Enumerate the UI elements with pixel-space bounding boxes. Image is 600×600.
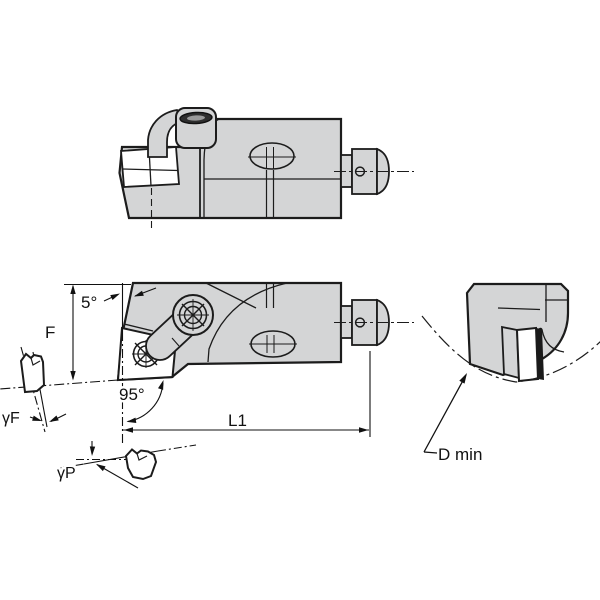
- side-view-pocket-line: [123, 323, 154, 332]
- label-f: F: [45, 323, 55, 342]
- dmin-leader: [423, 374, 467, 453]
- gamma-p-profile-notch: [136, 453, 148, 461]
- end-view-detail-line: [497, 307, 541, 311]
- clamp-screw: [172, 294, 214, 336]
- dmin-leader-foot: [423, 451, 438, 454]
- end-view-insert-edge: [536, 328, 544, 380]
- gamma-p-insert-profile: [124, 448, 158, 481]
- label-95deg: 95°: [119, 385, 145, 404]
- gamma-f-insert-profile: [19, 352, 46, 394]
- top-view-oval-hole: [249, 142, 295, 170]
- top-view-clamp-screw-hole-inner: [187, 115, 205, 121]
- label-d-min: D min: [438, 445, 482, 464]
- side-view-diagonal: [205, 282, 257, 309]
- end-view: [421, 282, 600, 383]
- labels-layer: 5° F 95° L1 γF γP D min: [0, 293, 482, 485]
- gp-ref-dash: [59, 463, 85, 469]
- cutting-plane-line: [0, 379, 119, 390]
- label-l1: L1: [228, 411, 247, 430]
- label-gamma-f: γF: [2, 410, 20, 427]
- rake-profiles: [19, 352, 158, 481]
- workpiece-bore-arc: [421, 315, 600, 383]
- top-view-insert-line: [121, 168, 179, 172]
- arrowheads: [32, 284, 467, 472]
- gamma-f-profile-notch: [30, 357, 41, 366]
- top-view: [118, 107, 414, 231]
- label-gamma-p: γP: [57, 465, 76, 482]
- gp-face-ext: [157, 444, 197, 452]
- clamp-arm-crease: [171, 337, 180, 347]
- side-view: [116, 281, 414, 382]
- label-5deg: 5°: [81, 293, 97, 312]
- end-view-inner-corner: [541, 329, 565, 353]
- gf-ref-dashdot: [20, 346, 46, 433]
- end-view-insert: [515, 326, 540, 383]
